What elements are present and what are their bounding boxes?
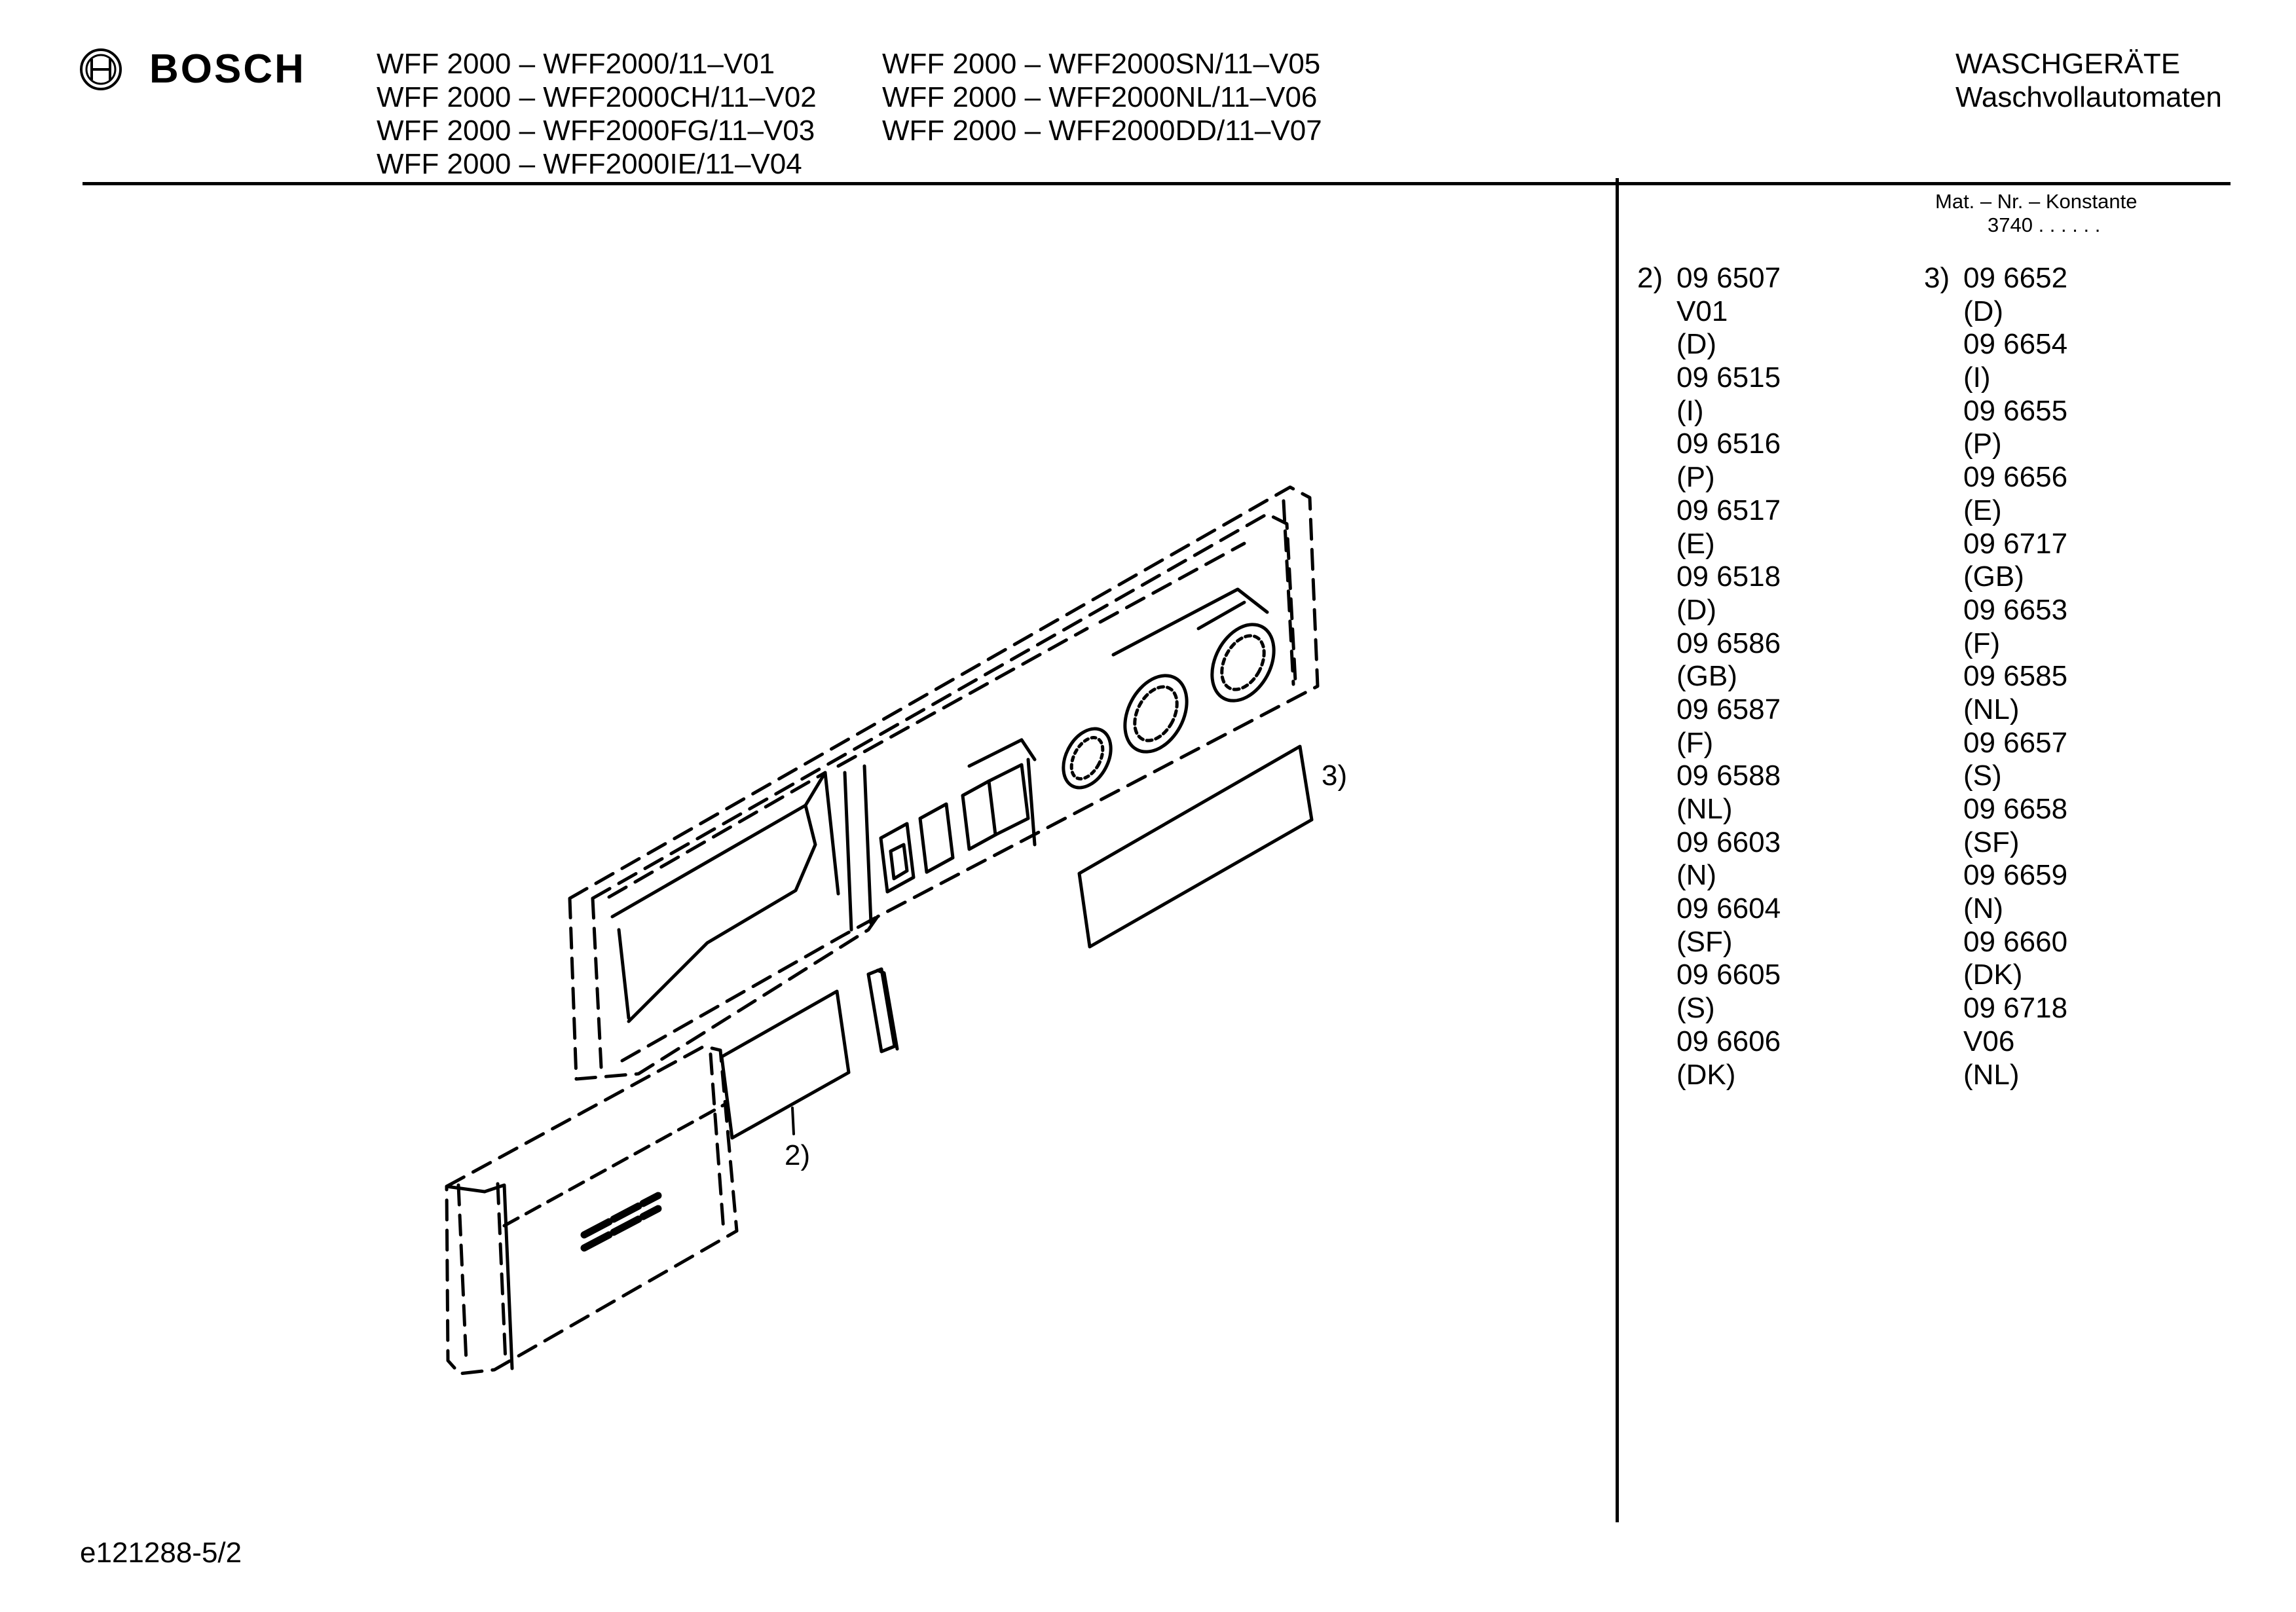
part-2-window [720, 989, 851, 1140]
part-entry: (I) [1676, 394, 1704, 427]
callout-2-label: 2) [785, 1139, 811, 1171]
part-entry: 09 6717 [1963, 527, 2068, 560]
part-entry: 09 6603 [1676, 826, 1781, 858]
bosch-armature-logo-icon [80, 48, 122, 90]
part-entry: 09 6605 [1676, 959, 1781, 991]
part-entry: 09 6653 [1963, 593, 2068, 626]
model-line: WFF 2000 – WFF2000SN/11–V05 [882, 48, 1321, 80]
part-entry: (NL) [1676, 793, 1733, 825]
part-3-window [1077, 744, 1314, 949]
part-entry: (S) [1963, 760, 2002, 792]
part-entry: 09 6587 [1676, 693, 1781, 725]
part-entry: (GB) [1963, 560, 2024, 593]
part-entry: 09 6585 [1963, 660, 2068, 693]
part-entry: (GB) [1676, 660, 1737, 693]
part-entry: (S) [1676, 992, 1715, 1025]
header-divider [83, 182, 2231, 185]
document-code: e121288-5/2 [80, 1537, 242, 1569]
model-list-col2: WFF 2000 – WFF2000SN/11–V05 WFF 2000 – W… [882, 47, 1322, 147]
group3-marker: 3) [1924, 262, 1950, 294]
part-entry: (D) [1963, 295, 2004, 327]
model-list-col1: WFF 2000 – WFF2000/11–V01 WFF 2000 – WFF… [377, 47, 817, 181]
part-entry: 09 6658 [1963, 793, 2068, 825]
brand-name: BOSCH [149, 46, 306, 92]
model-line: WFF 2000 – WFF2000CH/11–V02 [377, 81, 817, 113]
part-entry: 09 6654 [1963, 328, 2068, 361]
part-entry: 09 6655 [1963, 394, 2068, 427]
part-entry: 09 6586 [1676, 627, 1781, 659]
part-entry: (SF) [1676, 925, 1733, 958]
part-entry: (I) [1963, 361, 1991, 394]
part-entry: (NL) [1963, 1058, 2020, 1091]
callout-3-label: 3) [1322, 760, 1348, 792]
part-entry: 09 6517 [1676, 494, 1781, 526]
part-entry: (E) [1963, 494, 2002, 526]
part-entry: 09 6660 [1963, 925, 2068, 958]
part-entry: 09 6588 [1676, 760, 1781, 792]
material-constant: Mat. – Nr. – Konstante 3740 . . . . . . [1935, 190, 2137, 237]
column-divider [1616, 178, 1619, 1522]
part-entry: (DK) [1676, 1058, 1736, 1091]
part-entry: 09 6518 [1676, 560, 1781, 593]
category-line2: Waschvollautomaten [1955, 81, 2222, 113]
part-entry: (SF) [1963, 826, 2020, 858]
konstante-label: Mat. – Nr. – Konstante [1935, 190, 2138, 213]
control-panel-frame [568, 485, 1320, 1081]
part-entry: 09 6516 [1676, 428, 1781, 460]
part-entry: 09 6515 [1676, 361, 1781, 394]
model-line: WFF 2000 – WFF2000NL/11–V06 [882, 81, 1318, 113]
front-fascia [445, 1044, 739, 1376]
part-entry: (D) [1676, 328, 1717, 361]
category-heading: WASCHGERÄTE Waschvollautomaten [1955, 47, 2222, 114]
small-clip-part [866, 967, 899, 1053]
part-entry: (N) [1676, 859, 1717, 892]
part-entry: (D) [1676, 593, 1717, 626]
part-entry: V06 [1963, 1025, 2015, 1057]
part-entry: V01 [1676, 295, 1728, 327]
group3-part-list: 09 6652(D)09 6654(I)09 6655(P)09 6656(E)… [1963, 262, 2067, 1091]
part-entry: 09 6652 [1963, 262, 2068, 294]
model-line: WFF 2000 – WFF2000IE/11–V04 [377, 148, 802, 180]
part-entry: 09 6718 [1963, 992, 2068, 1025]
part-entry: 09 6656 [1963, 461, 2068, 494]
part-entry: 09 6659 [1963, 859, 2068, 892]
part-entry: 09 6507 [1676, 262, 1781, 294]
konstante-value: 3740 . . . . . . [1988, 213, 2101, 236]
category-line1: WASCHGERÄTE [1955, 48, 2181, 80]
part-entry: (F) [1676, 726, 1714, 759]
part-entry: 09 6604 [1676, 892, 1781, 925]
knob-openings [1062, 587, 1276, 790]
part-entry: (NL) [1963, 693, 2020, 725]
group2-marker: 2) [1637, 262, 1663, 294]
model-line: WFF 2000 – WFF2000FG/11–V03 [377, 115, 815, 147]
model-line: WFF 2000 – WFF2000/11–V01 [377, 48, 775, 80]
part-entry: 09 6657 [1963, 726, 2068, 759]
part-entry: (P) [1963, 428, 2002, 460]
part-entry: (E) [1676, 527, 1715, 560]
part-entry: (N) [1963, 892, 2004, 925]
model-line: WFF 2000 – WFF2000DD/11–V07 [882, 115, 1322, 147]
part-entry: 09 6606 [1676, 1025, 1781, 1057]
part-entry: (P) [1676, 461, 1715, 494]
part-entry: (F) [1963, 627, 2001, 659]
switch-slots [843, 738, 1037, 932]
brand-header: BOSCH [79, 46, 306, 92]
display-recess [610, 771, 840, 1023]
part-entry: (DK) [1963, 959, 2023, 991]
